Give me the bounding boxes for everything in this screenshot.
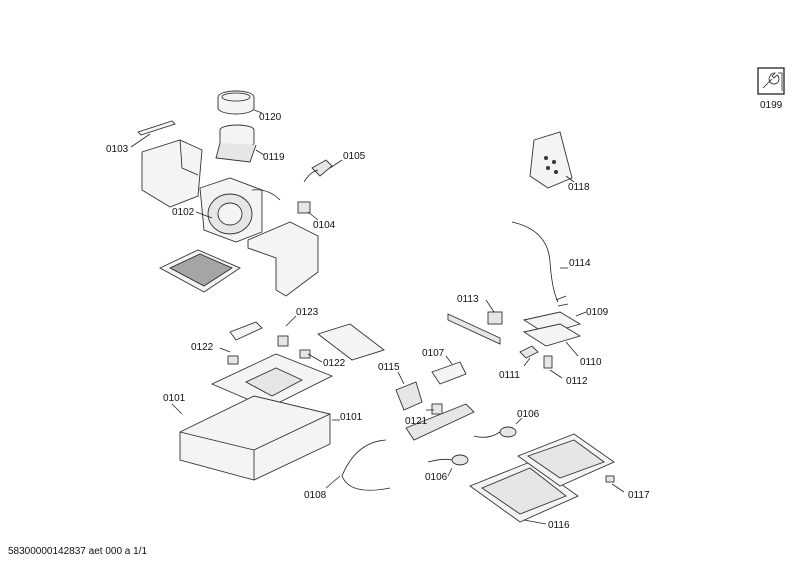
- label-0122-right: 0122: [323, 358, 346, 369]
- part-0114-cable: [511, 221, 569, 307]
- part-0123-0122-clips: [227, 321, 311, 365]
- label-0110: 0110: [580, 357, 602, 368]
- label-0108: 0108: [304, 490, 327, 501]
- part-0119-duct-adapter: [215, 124, 257, 163]
- label-0101-right: 0101: [340, 412, 363, 423]
- label-0199: 0199: [760, 100, 783, 111]
- label-0104: 0104: [313, 220, 336, 231]
- label-0121: 0121: [405, 416, 428, 427]
- part-0115-0121-small-parts: [395, 381, 443, 415]
- part-0108-cable: [341, 439, 391, 491]
- label-0111: 0111: [499, 370, 520, 381]
- document-footer-id: 58300000142837 aet 000 a 1/1: [8, 546, 148, 557]
- part-0113-block: [487, 311, 503, 325]
- part-0101-base-housing: [179, 395, 331, 481]
- label-0119: 0119: [263, 152, 285, 163]
- label-0123: 0123: [296, 307, 319, 318]
- label-0115: 0115: [378, 362, 400, 373]
- part-0104-switch: [297, 201, 311, 214]
- label-0102: 0102: [172, 207, 195, 218]
- part-0103-strip: [137, 120, 176, 136]
- part-0118-control-panel: [529, 131, 573, 189]
- label-0112: 0112: [566, 376, 588, 387]
- label-0103: 0103: [106, 144, 129, 155]
- part-0120-duct-ring: [217, 90, 255, 115]
- label-0122-left: 0122: [191, 342, 214, 353]
- label-0106-bottom: 0106: [425, 472, 448, 483]
- part-0111-0112-clips: [519, 345, 553, 369]
- part-0105-connector: [303, 159, 333, 183]
- part-0107-bracket: [405, 361, 475, 441]
- label-0114: 0114: [569, 258, 591, 269]
- label-0105: 0105: [343, 151, 366, 162]
- label-0116: 0116: [548, 520, 570, 531]
- label-0107: 0107: [422, 348, 445, 359]
- label-0117: 0117: [628, 490, 650, 501]
- label-0101-left: 0101: [163, 393, 186, 404]
- part-0102-blower-assembly: [141, 139, 319, 297]
- part-0106-lamps: [427, 426, 517, 466]
- label-0109: 0109: [586, 307, 609, 318]
- label-0106-top: 0106: [517, 409, 540, 420]
- label-0113: 0113: [457, 294, 479, 305]
- label-0120: 0120: [259, 112, 282, 123]
- service-tool-icon: [757, 67, 785, 95]
- part-0116-grease-filters: [469, 433, 615, 523]
- label-0118: 0118: [568, 182, 590, 193]
- part-0109-0110-rail: [447, 311, 582, 347]
